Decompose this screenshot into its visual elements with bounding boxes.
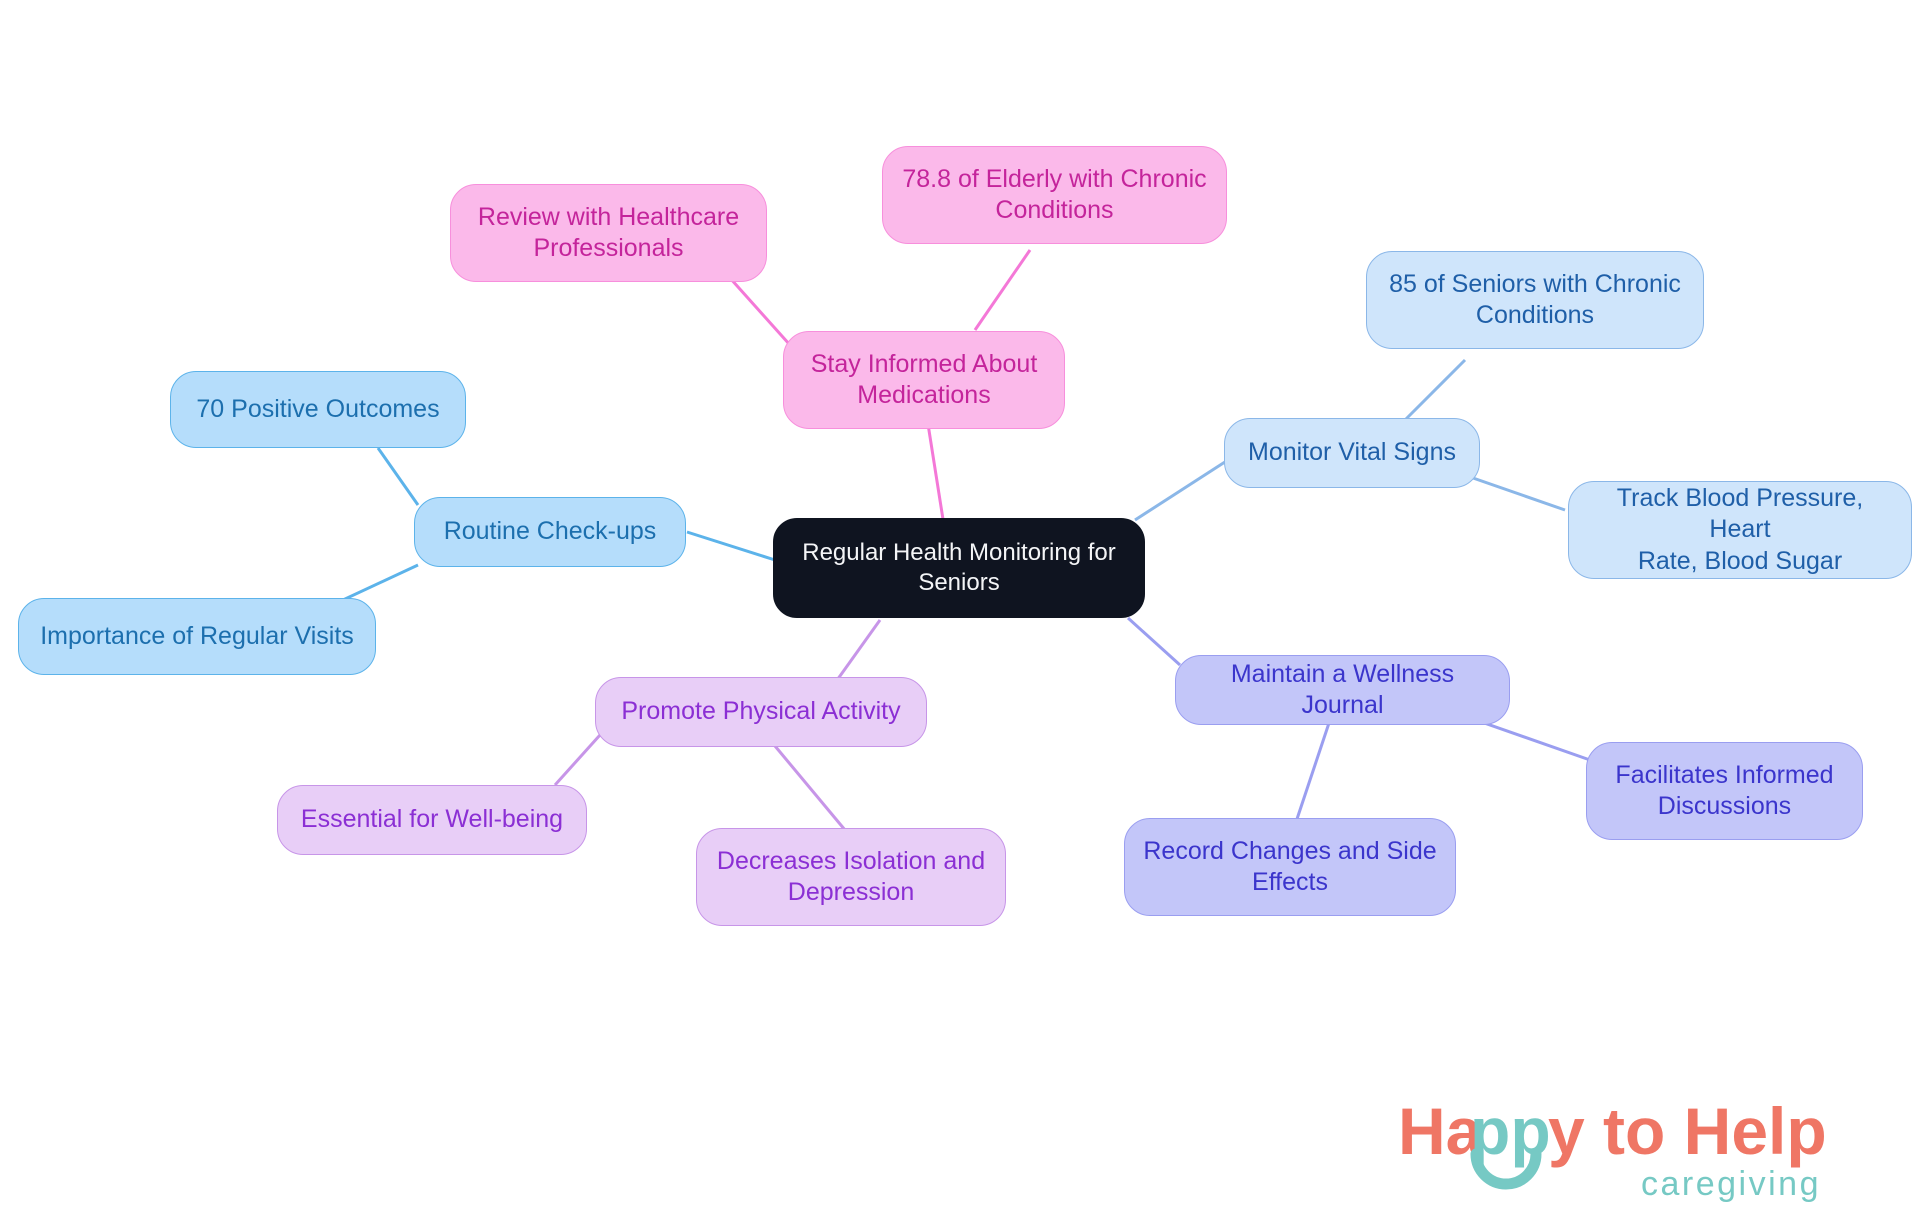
edge-routine-checkups-positive-outcomes [376, 447, 420, 506]
node-stay-informed-medications-label: Stay Informed About Medications [810, 349, 1038, 409]
edge-stay-informed-review-healthcare [728, 276, 792, 347]
node-monitor-vital-signs[interactable]: Monitor Vital Signs [1224, 418, 1480, 488]
node-decreases-isolation-depression[interactable]: Decreases Isolation and Depression [696, 828, 1006, 926]
brand-logo: Ha pp y to Help caregiving [1398, 1092, 1868, 1207]
node-elderly-chronic-conditions-label: 78.8 of Elderly with Chronic Conditions [902, 164, 1207, 224]
node-elderly-chronic-conditions[interactable]: 78.8 of Elderly with Chronic Conditions [882, 146, 1227, 244]
node-review-healthcare-professionals-label: Review with Healthcare Professionals [477, 202, 740, 262]
node-decreases-isolation-depression-label: Decreases Isolation and Depression [716, 846, 986, 906]
node-root-label: Regular Health Monitoring for Seniors [802, 539, 1116, 596]
edge-stay-informed-elderly-chronic [973, 249, 1032, 331]
node-track-blood-pressure[interactable]: Track Blood Pressure, Heart Rate, Blood … [1568, 481, 1912, 579]
logo-tagline: caregiving [1641, 1165, 1821, 1203]
node-record-changes-side-effects[interactable]: Record Changes and Side Effects [1124, 818, 1456, 916]
node-routine-checkups[interactable]: Routine Check-ups [414, 497, 686, 567]
edge-promote-essential-wellbeing [553, 733, 602, 787]
node-record-changes-side-effects-label: Record Changes and Side Effects [1143, 836, 1437, 896]
edge-root-maintain-wellness-journal [1126, 616, 1182, 667]
node-facilitates-informed-discussions-label: Facilitates Informed Discussions [1615, 760, 1834, 820]
node-positive-outcomes[interactable]: 70 Positive Outcomes [170, 371, 466, 448]
node-maintain-wellness-journal[interactable]: Maintain a Wellness Journal [1175, 655, 1510, 725]
logo-text-part3: y to Help [1548, 1094, 1827, 1168]
node-facilitates-informed-discussions[interactable]: Facilitates Informed Discussions [1586, 742, 1863, 840]
edge-root-routine-checkups [686, 530, 776, 562]
edge-monitor-seniors-chronic [1398, 358, 1467, 427]
node-track-blood-pressure-label: Track Blood Pressure, Heart Rate, Blood … [1616, 484, 1864, 575]
node-importance-regular-visits-label: Importance of Regular Visits [40, 621, 354, 650]
node-seniors-chronic-conditions-label: 85 of Seniors with Chronic Conditions [1389, 269, 1681, 329]
happy-to-help-logo-icon: Ha pp y to Help caregiving [1398, 1094, 1827, 1203]
node-seniors-chronic-conditions[interactable]: 85 of Seniors with Chronic Conditions [1366, 251, 1704, 349]
edge-wellness-record-changes [1293, 719, 1332, 826]
node-promote-physical-activity[interactable]: Promote Physical Activity [595, 677, 927, 747]
smile-icon [1470, 1148, 1542, 1190]
node-positive-outcomes-label: 70 Positive Outcomes [196, 394, 440, 423]
edge-root-monitor-vital-signs [1134, 458, 1229, 522]
node-monitor-vital-signs-label: Monitor Vital Signs [1248, 438, 1456, 467]
node-maintain-wellness-journal-label: Maintain a Wellness Journal [1230, 659, 1455, 719]
node-root[interactable]: Regular Health Monitoring for Seniors [773, 518, 1145, 618]
node-promote-physical-activity-label: Promote Physical Activity [621, 697, 901, 726]
node-routine-checkups-label: Routine Check-ups [443, 517, 657, 546]
node-essential-wellbeing-label: Essential for Well-being [300, 805, 564, 834]
node-stay-informed-medications[interactable]: Stay Informed About Medications [783, 331, 1065, 429]
logo-text-part1: Ha [1398, 1094, 1484, 1168]
edge-promote-decreases-isolation [768, 739, 847, 831]
node-importance-regular-visits[interactable]: Importance of Regular Visits [18, 598, 376, 675]
node-review-healthcare-professionals[interactable]: Review with Healthcare Professionals [450, 184, 767, 282]
node-essential-wellbeing[interactable]: Essential for Well-being [277, 785, 587, 855]
